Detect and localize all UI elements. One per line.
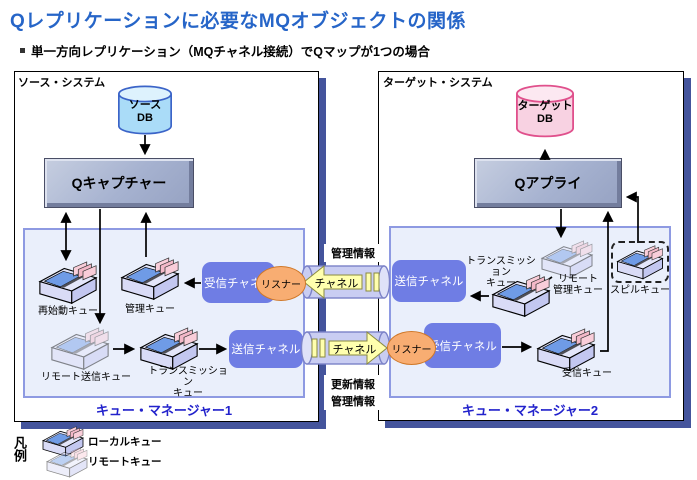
- restart-queue-label: 再始動キュー: [38, 306, 98, 317]
- channel-bottom-label: チャネル: [332, 344, 377, 356]
- channel-top-label: チャネル: [314, 278, 359, 290]
- admin-queue-icon: [118, 257, 182, 302]
- admin-info-top-label: 管理情報: [324, 244, 382, 262]
- source-db: ソース DB: [111, 83, 179, 137]
- channel-pipe-arrow-icon: [300, 264, 391, 300]
- qm2-send-channel: 送信チャネル: [392, 260, 466, 302]
- legend-remote-queue-icon: [44, 447, 90, 479]
- target-db: ターゲット DB: [511, 82, 579, 140]
- receive-queue-icon: [534, 328, 598, 373]
- page-title: Qレプリケーションに必要なMQオブジェクトの関係: [10, 11, 467, 32]
- qm1-listener: リスナー: [256, 266, 306, 301]
- transmission-queue-label: トランスミッション キュー: [148, 366, 228, 399]
- qm1-send-channel: 送信チャネル: [229, 330, 303, 368]
- legend-remote-queue-label: リモートキュー: [88, 456, 162, 468]
- remote-admin-queue-label: リモート 管理キュー: [553, 274, 603, 296]
- legend-local-queue-label: ローカルキュー: [88, 436, 162, 448]
- restart-queue-icon: [36, 261, 100, 306]
- admin-queue-label: 管理キュー: [125, 304, 175, 315]
- channel-pipe-bottom: チャネル: [300, 327, 391, 369]
- target-system-label: ターゲット・システム: [383, 77, 493, 89]
- remote-send-queue-icon: [48, 327, 112, 372]
- spill-queue-icon: [614, 245, 666, 281]
- queue-manager-1-label: キュー・マネージャー1: [95, 403, 233, 418]
- update-info-label: 更新情報: [324, 375, 382, 393]
- spill-queue-label: スピルキュー: [610, 285, 670, 296]
- subtitle-text: 単一方向レプリケーション（MQチャネル接続）でQマップが1つの場合: [31, 45, 430, 59]
- queue-manager-2-label: キュー・マネージャー2: [461, 403, 599, 418]
- target-db-label: ターゲット DB: [517, 100, 573, 125]
- spill-queue-dashed-box: [611, 241, 669, 283]
- database-cylinder-icon: [118, 85, 172, 135]
- bullet-square-icon: [20, 48, 25, 53]
- transmission-queue-2-label: トランスミッション キュー: [466, 256, 536, 289]
- database-cylinder-icon: [516, 84, 574, 138]
- source-system-label: ソース・システム: [18, 77, 106, 89]
- qm2-listener: リスナー: [387, 331, 436, 365]
- receive-queue-label: 受信キュー: [562, 368, 612, 379]
- subtitle: 単一方向レプリケーション（MQチャネル接続）でQマップが1つの場合: [20, 41, 430, 60]
- q-apply-box: Qアプライ: [474, 158, 622, 208]
- qm2-receive-channel: 受信チャネル: [424, 323, 501, 368]
- channel-pipe-arrow-icon: [300, 330, 391, 366]
- q-capture-box: Qキャプチャー: [44, 158, 194, 208]
- legend-heading: 凡例: [12, 436, 27, 462]
- source-db-label: ソース DB: [128, 99, 162, 124]
- remote-send-queue-label: リモート送信キュー: [41, 372, 131, 383]
- admin-info-bottom-label: 管理情報: [324, 392, 382, 410]
- channel-pipe-top: チャネル: [300, 261, 391, 303]
